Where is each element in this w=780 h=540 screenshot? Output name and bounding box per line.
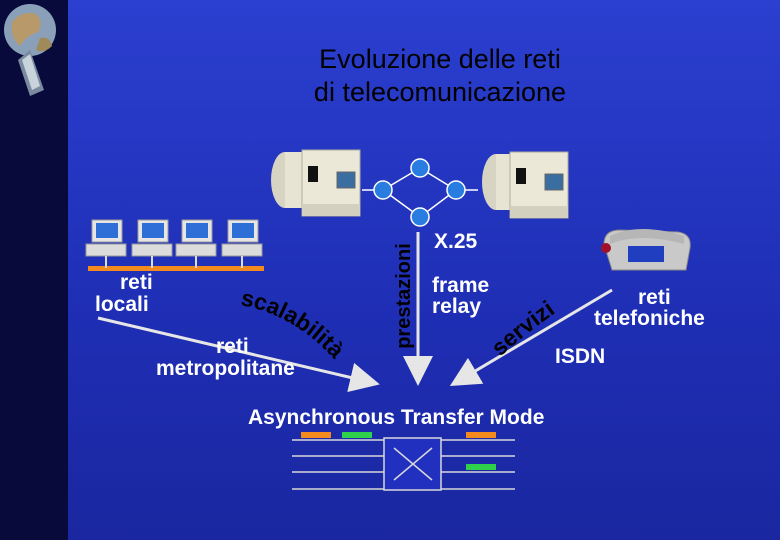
computer-icon xyxy=(131,219,173,268)
label-reti-metropolitane-2: metropolitane xyxy=(156,357,295,380)
label-reti-locali-2: locali xyxy=(95,293,149,316)
computer-icon xyxy=(85,219,127,268)
svg-text:servizi: servizi xyxy=(486,295,559,360)
atm-switch-icon xyxy=(292,432,515,491)
atm-cell xyxy=(466,464,496,470)
label-reti-telefoniche-1: reti xyxy=(638,286,671,309)
atm-cell xyxy=(466,432,496,438)
scalability-arrow xyxy=(97,316,380,393)
lan-computers xyxy=(85,219,264,271)
axis-word-scalabilita: scalabilità xyxy=(239,284,350,363)
atm-cell xyxy=(301,432,331,438)
label-reti-telefoniche-2: telefoniche xyxy=(594,307,705,330)
computer-icon xyxy=(175,219,217,268)
label-reti-metropolitane-1: reti xyxy=(216,335,249,358)
server-icon xyxy=(271,149,361,217)
label-isdn: ISDN xyxy=(555,345,606,368)
label-x25: X.25 xyxy=(434,230,478,253)
x25-network-ring xyxy=(362,158,478,227)
globe-logo-icon xyxy=(4,4,56,96)
svg-text:scalabilità: scalabilità xyxy=(239,284,350,363)
computer-icon xyxy=(221,219,263,268)
label-reti-locali-1: reti xyxy=(120,271,153,294)
atm-cell xyxy=(342,432,372,438)
title-line-1: Evoluzione delle reti xyxy=(319,44,561,74)
title-line-2: di telecomunicazione xyxy=(313,77,567,107)
label-atm: Asynchronous Transfer Mode xyxy=(248,406,545,429)
label-frame-relay-2: relay xyxy=(432,295,482,318)
telephone-icon xyxy=(601,229,691,271)
label-frame-relay-1: frame xyxy=(432,274,490,297)
axis-word-servizi: servizi xyxy=(486,295,559,360)
server-icon xyxy=(482,151,569,219)
services-arrow xyxy=(449,288,613,387)
